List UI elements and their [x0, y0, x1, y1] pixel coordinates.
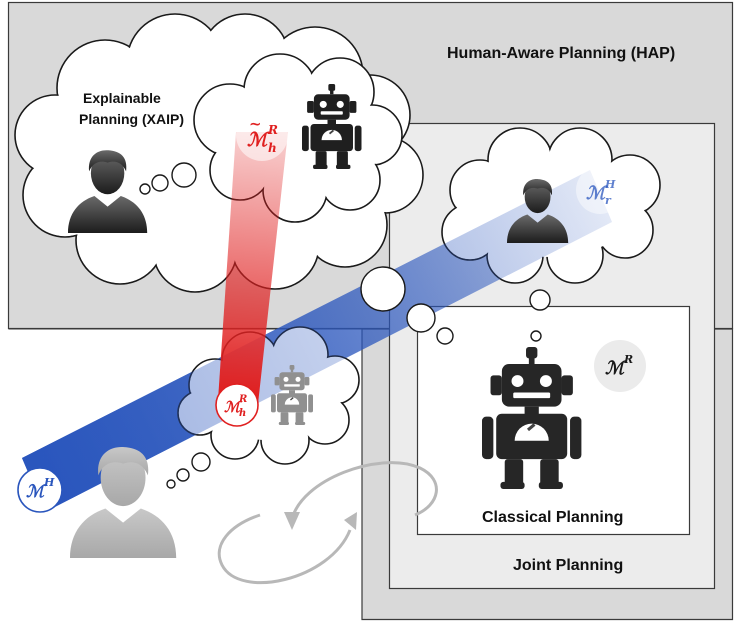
model-base: ℳ: [224, 398, 243, 416]
lower-thought-bubbles: [166, 266, 454, 489]
xaip-model-badge: ℳ ~ R h: [236, 109, 288, 161]
model-sub: r: [605, 194, 612, 207]
xaip-label-line2: Planning (XAIP): [79, 111, 184, 127]
model-base: ℳ: [605, 358, 627, 379]
model-sup: H: [604, 178, 616, 191]
arrow-head-icon: [284, 512, 357, 530]
model-accent: ~: [249, 115, 262, 133]
model-base: ℳ: [247, 129, 271, 151]
robot-model-badge: ℳ R: [594, 340, 646, 392]
classical-planning-label: Classical Planning: [482, 509, 623, 526]
model-sub: h: [268, 141, 277, 155]
robot-model-of-human-badge: ℳ H r: [576, 166, 624, 214]
xaip-label-line1: Explainable: [83, 90, 161, 106]
model-sup: H: [43, 476, 55, 489]
model-base: ℳ: [26, 482, 47, 502]
xaip-thought-bubbles: [139, 162, 197, 195]
hap-title: Human-Aware Planning (HAP): [447, 45, 675, 62]
human-model-badge: ℳ H: [17, 467, 63, 513]
human-model-of-robot-badge: ℳ R h: [215, 383, 259, 427]
model-sub: h: [239, 408, 246, 419]
model-sup: R: [238, 394, 247, 405]
model-sup: R: [267, 123, 278, 137]
xaip-model-beam: [218, 132, 288, 404]
joint-planning-label: Joint Planning: [513, 557, 623, 574]
model-sup: R: [623, 353, 633, 366]
cycle-arrows: [217, 461, 438, 585]
robot-thought-bubbles: [529, 289, 551, 342]
model-base: ℳ: [586, 183, 608, 204]
